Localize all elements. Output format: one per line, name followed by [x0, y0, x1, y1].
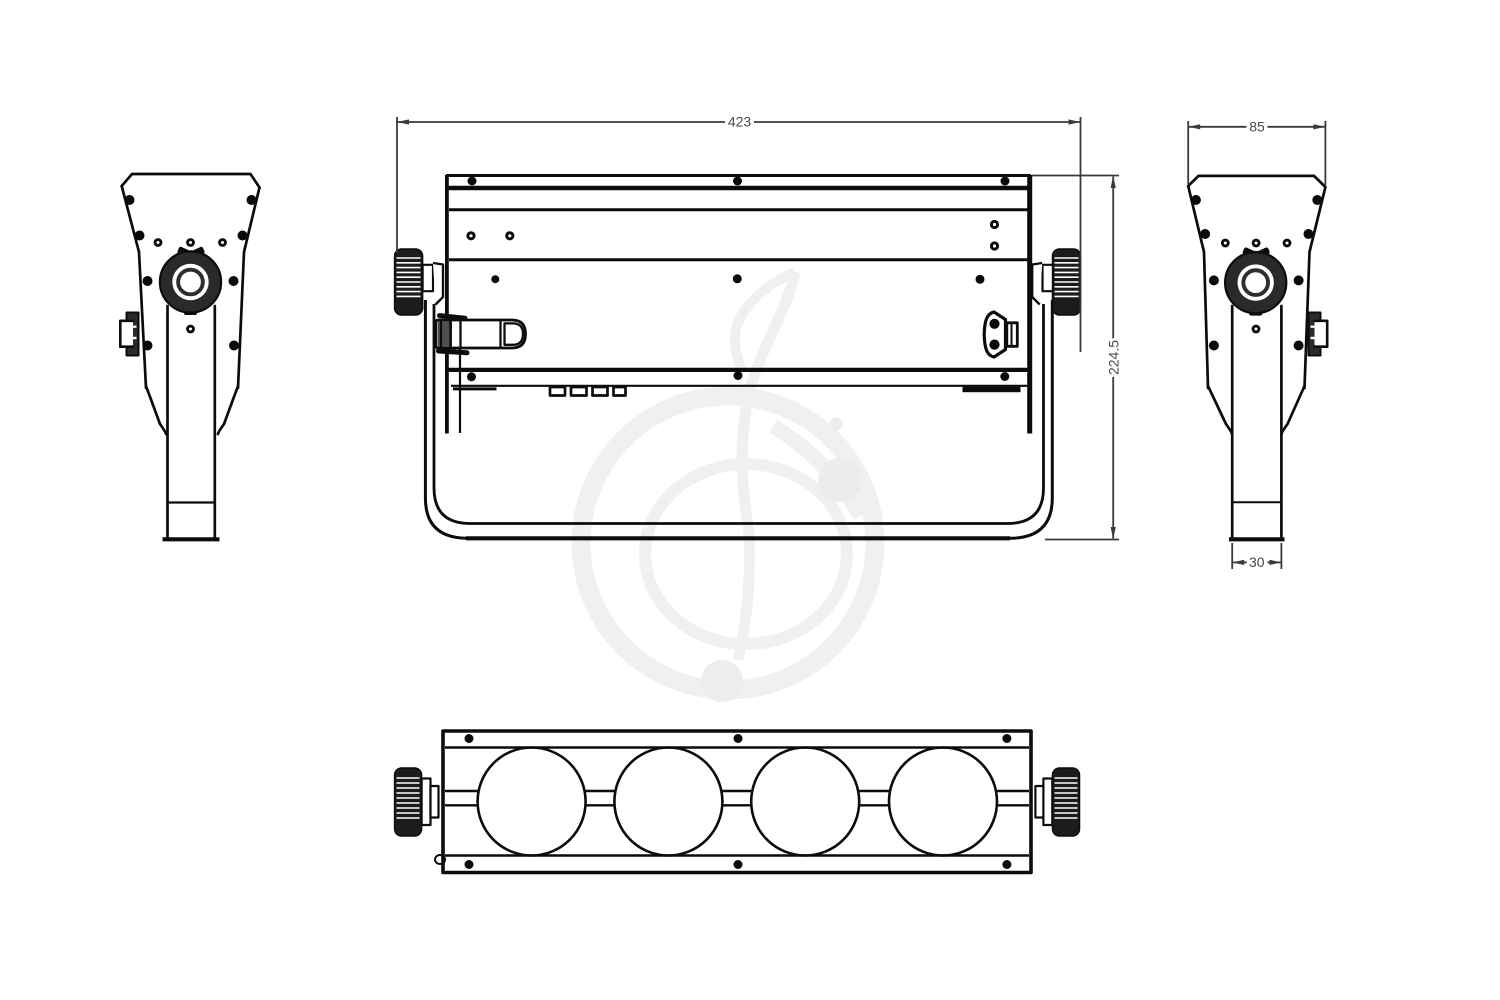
- svg-text:30: 30: [1249, 554, 1265, 570]
- svg-text:423: 423: [728, 114, 752, 130]
- svg-text:85: 85: [1249, 118, 1265, 134]
- svg-text:224.5: 224.5: [1106, 340, 1122, 375]
